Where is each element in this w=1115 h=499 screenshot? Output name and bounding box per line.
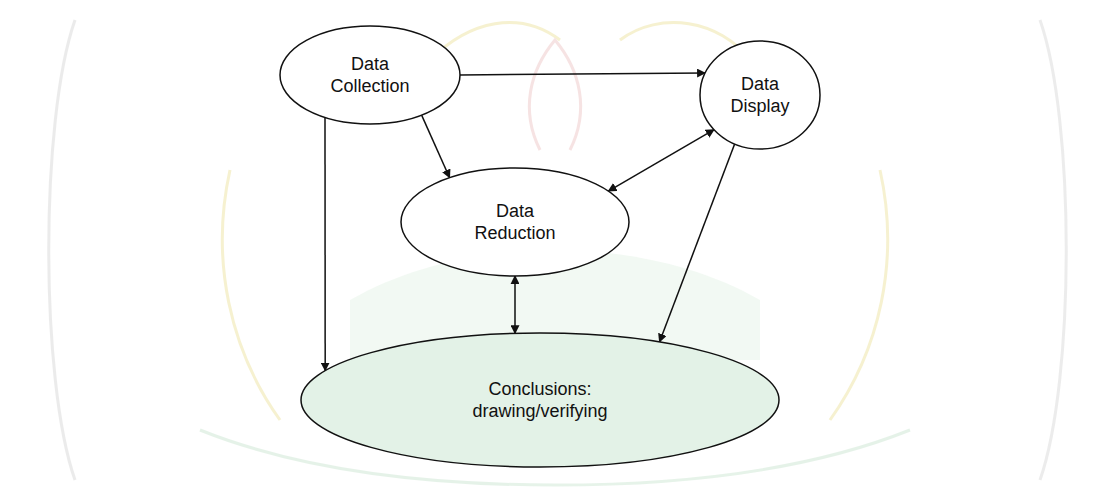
ellipse-content: Data Collection	[279, 25, 461, 125]
node-label: Conclusions: drawing/verifying	[458, 378, 623, 423]
ellipse-outline	[279, 25, 461, 125]
ellipse-outline	[300, 332, 780, 468]
ellipse-outline	[699, 40, 821, 150]
flow-arrow	[324, 117, 326, 370]
flow-arrow	[422, 115, 450, 178]
node-label: Data Collection	[320, 53, 420, 98]
ellipse-outline	[400, 167, 630, 277]
ellipse-content: Data Reduction	[400, 167, 630, 277]
double-arrow	[514, 276, 516, 333]
flow-arrow	[460, 73, 705, 75]
process-ellipse: Data Reduction	[400, 167, 630, 277]
node-label: Data Reduction	[467, 200, 563, 245]
process-ellipse: Data Collection	[279, 25, 461, 125]
double-arrow	[608, 130, 714, 191]
process-ellipse: Conclusions: drawing/verifying	[300, 332, 780, 468]
ellipse-content: Data Display	[699, 40, 821, 150]
ellipse-content: Conclusions: drawing/verifying	[300, 332, 780, 468]
node-label: Data Display	[723, 73, 797, 118]
process-ellipse: Data Display	[699, 40, 821, 150]
flow-arrow	[660, 144, 735, 342]
